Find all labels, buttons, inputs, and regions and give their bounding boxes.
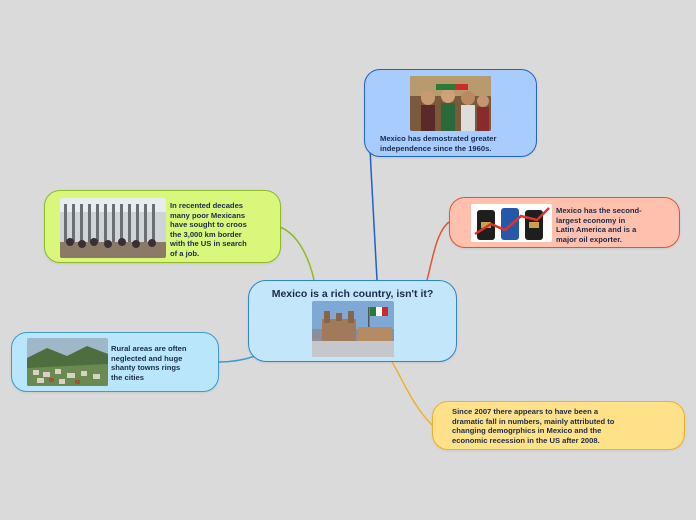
central-topic[interactable]: Mexico is a rich country, isn't it? [248,280,457,362]
rural-text: Rural areas are often neglected and huge… [111,344,187,382]
connector-economy [426,221,450,281]
topic-economy[interactable]: Mexico has the second- largest economy i… [449,197,680,248]
topic-rural[interactable]: Rural areas are often neglected and huge… [11,332,219,392]
oil-barrels-chart-image [471,204,552,242]
border-fence-image [60,198,166,258]
connector-independence [369,147,378,281]
topic-decline[interactable]: Since 2007 there appears to have been a … [432,401,685,450]
decline-text: Since 2007 there appears to have been a … [452,407,615,445]
connector-border [279,226,315,281]
crowd-celebration-image [410,76,491,131]
topic-independence[interactable]: Mexico has demostrated greater independe… [364,69,537,157]
economy-text: Mexico has the second- largest economy i… [556,206,642,244]
shanty-town-image [27,338,108,386]
topic-border[interactable]: In recented decades many poor Mexicans h… [44,190,281,263]
independence-text: Mexico has demostrated greater independe… [380,134,497,153]
mexico-city-cathedral-image [312,301,394,357]
central-topic-title: Mexico is a rich country, isn't it? [271,288,434,300]
border-text: In recented decades many poor Mexicans h… [170,201,247,258]
connector-decline [391,361,433,426]
